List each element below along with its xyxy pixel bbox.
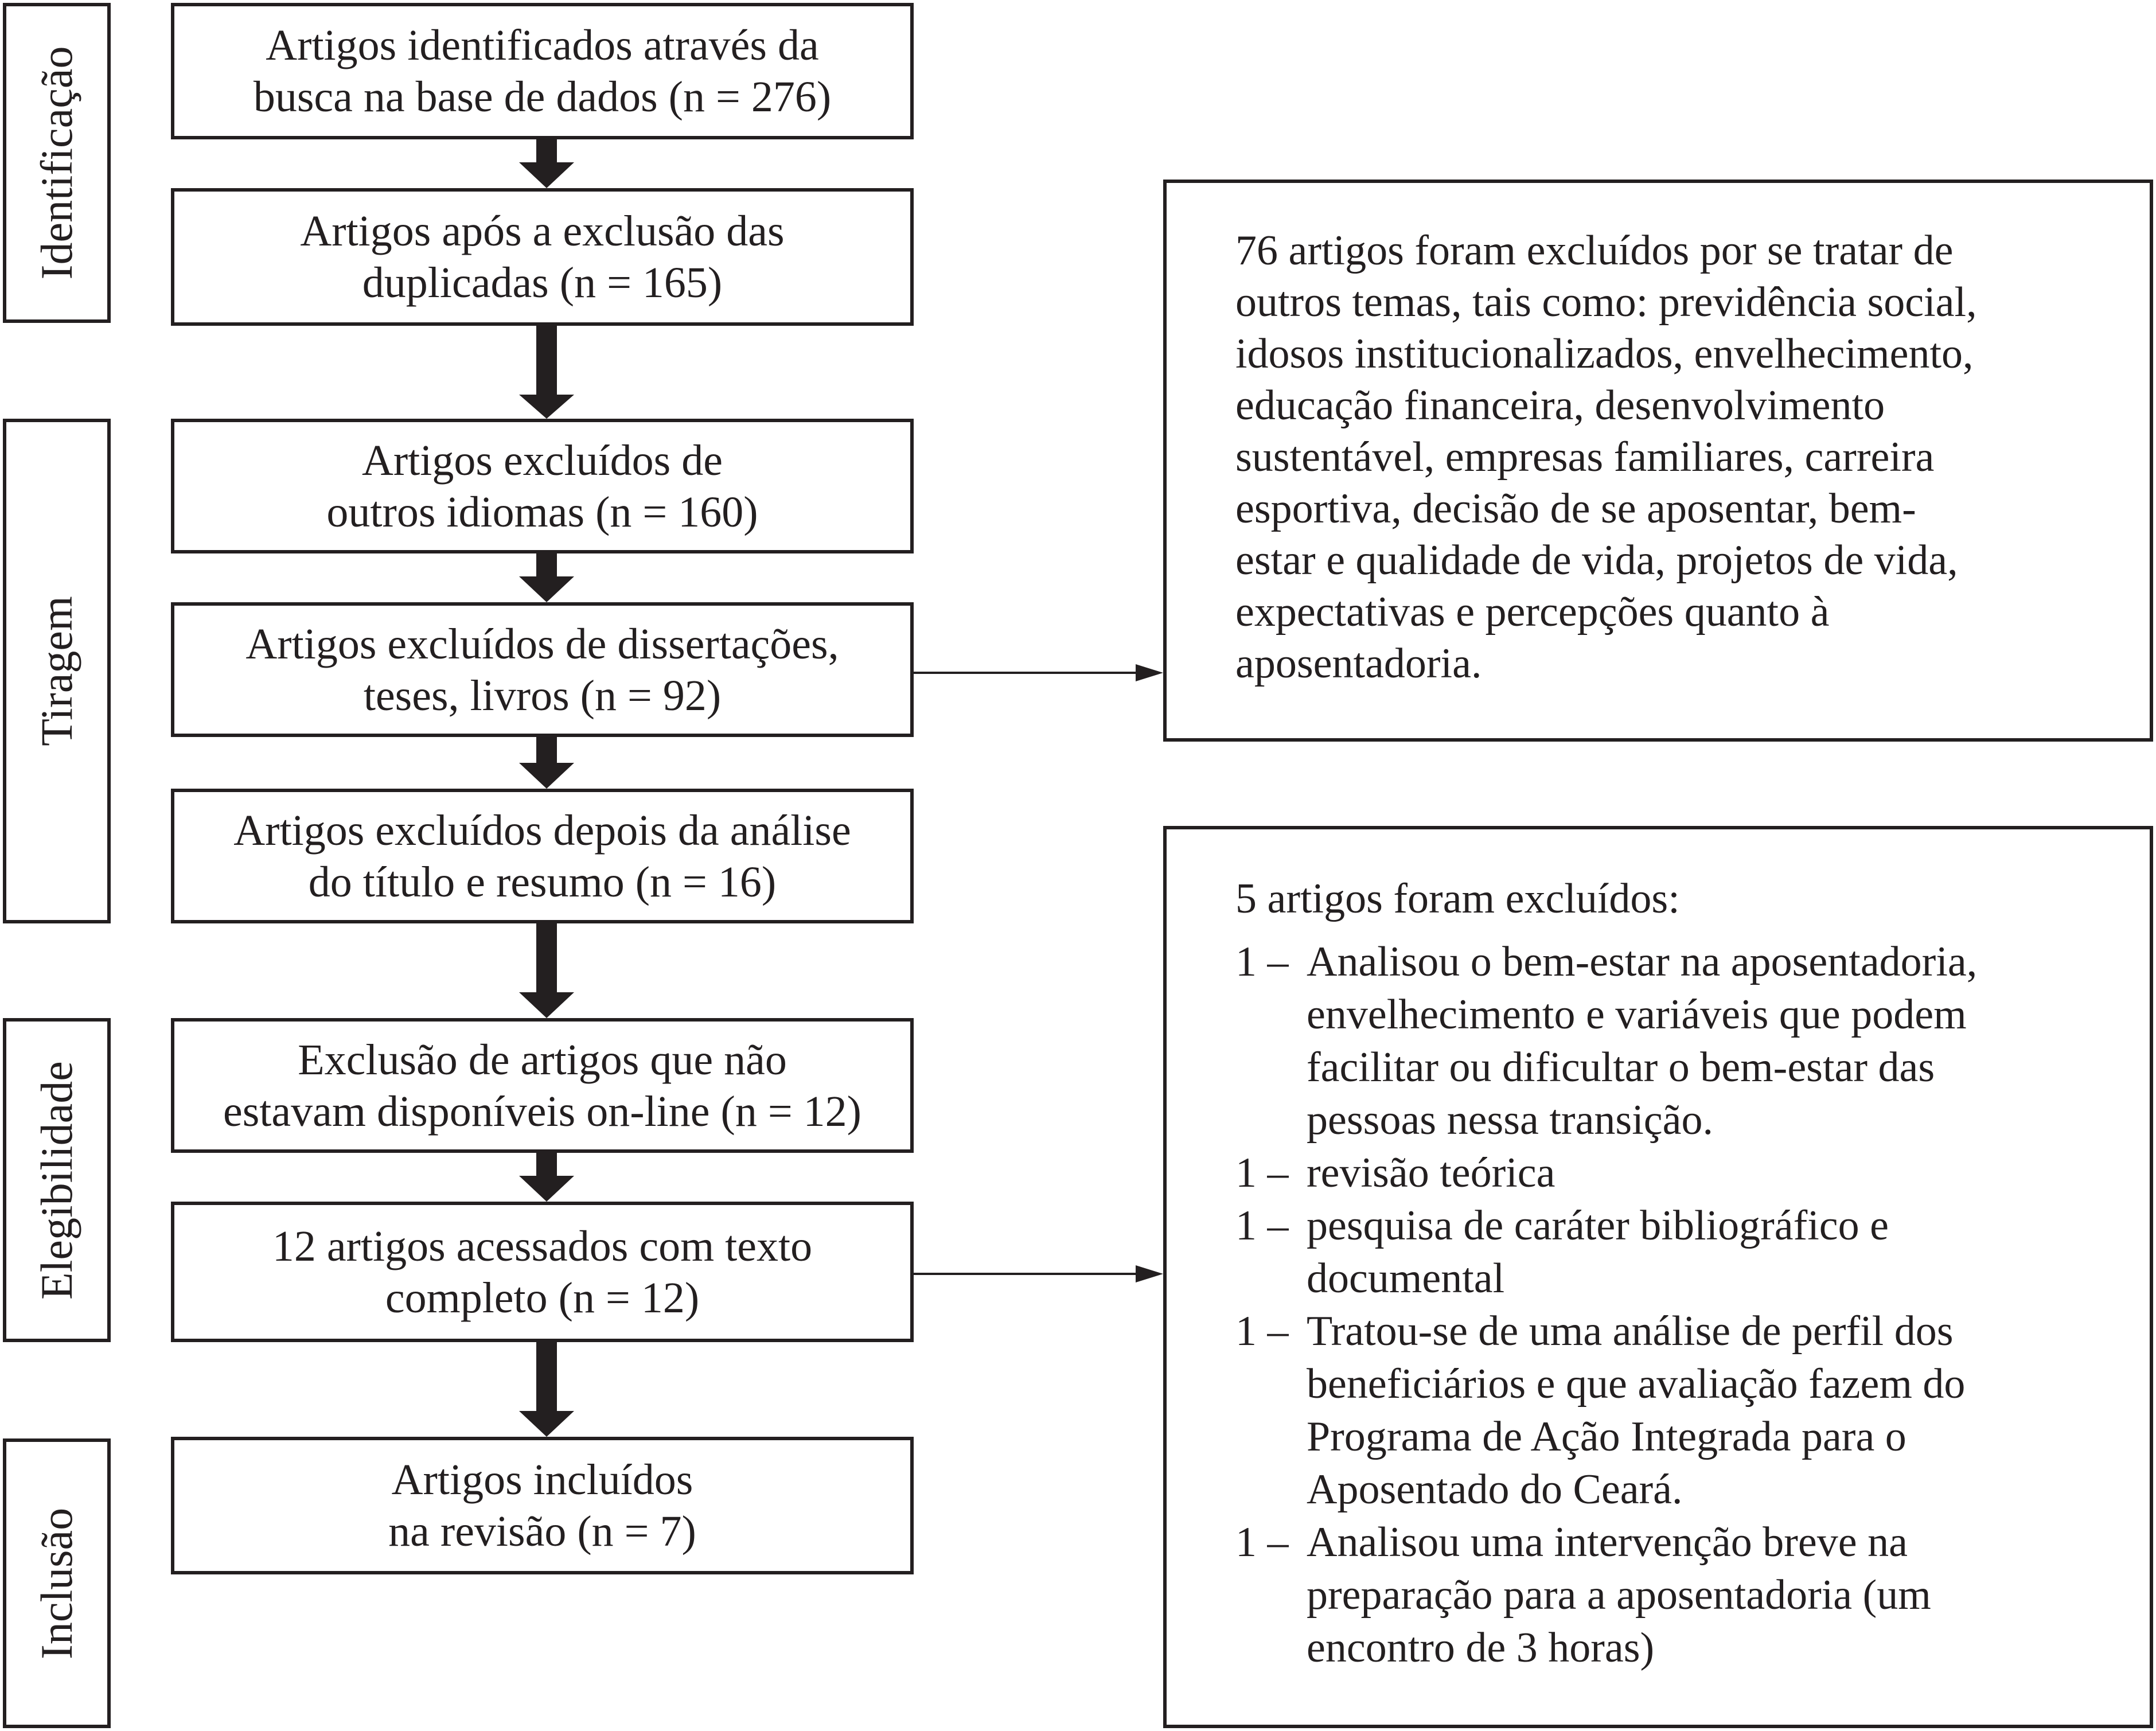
note1-line-7: estar e qualidade de vida, projetos de v… — [1235, 537, 1958, 584]
step-deduplicated: Artigos após a exclusão das duplicadas (… — [171, 188, 914, 326]
arrow-down-4 — [519, 737, 574, 789]
note2-item-3-count: 1 – — [1235, 1202, 1289, 1249]
step-language-excluded: Artigos excluídos de outros idiomas (n =… — [171, 419, 914, 553]
note2-item-1-count: 1 – — [1235, 938, 1289, 985]
exclusion-note-topics: 76 artigos foram excluídos por se tratar… — [1163, 180, 2153, 742]
step-identified: Artigos identificados através da busca n… — [171, 3, 914, 139]
note2-item-1-line-3: facilitar ou dificultar o bem-estar das — [1307, 1044, 1935, 1091]
note2-item-5-count: 1 – — [1235, 1519, 1289, 1566]
note2-item-4-line-2: beneficiários e que avaliação fazem do — [1307, 1360, 1966, 1408]
note2-item-2-line-1: revisão teórica — [1307, 1149, 1555, 1196]
note2-item-1-line-2: envelhecimento e variáveis que podem — [1307, 991, 1967, 1038]
note2-item-4-line-1: Tratou-se de uma análise de perfil dos — [1307, 1308, 1954, 1355]
arrow-down-2 — [519, 326, 574, 419]
note1-line-6: esportiva, decisão de se aposentar, bem- — [1235, 485, 1916, 532]
step-identified-line-2: busca na base de dados (n = 276) — [253, 73, 832, 121]
step-deduplicated-line-1: Artigos após a exclusão das — [300, 207, 785, 255]
step-unavailable-line-1: Exclusão de artigos que não — [298, 1035, 787, 1084]
step-included-line-1: Artigos incluídos — [391, 1456, 693, 1504]
note2-item-3-line-1: pesquisa de caráter bibliográfico e — [1307, 1202, 1889, 1249]
step-title-abstract-line-2: do título e resumo (n = 16) — [308, 857, 777, 906]
note2-item-4-count: 1 – — [1235, 1308, 1289, 1355]
note2-item-1-line-4: pessoas nessa transição. — [1307, 1097, 1713, 1144]
step-theses-excluded: Artigos excluídos de dissertações, teses… — [171, 602, 914, 737]
note2-item-4-line-3: Programa de Ação Integrada para o — [1307, 1413, 1907, 1460]
stage-inclusao: Inclusão — [3, 1438, 111, 1728]
note1-line-5: sustentável, empresas familiares, carrei… — [1235, 434, 1935, 481]
step-title-abstract-line-1: Artigos excluídos depois da análise — [233, 806, 851, 855]
arrow-down-3 — [519, 553, 574, 602]
note2-item-1-line-1: Analisou o bem-estar na aposentadoria, — [1307, 938, 1978, 985]
step-full-text-accessed: 12 artigos acessados com texto completo … — [171, 1202, 914, 1342]
exclusion-note-full-text: 5 artigos foram excluídos: 1 – Analisou … — [1163, 826, 2153, 1728]
note1-line-9: aposentadoria. — [1235, 640, 1482, 687]
step-full-text-line-2: completo (n = 12) — [385, 1273, 700, 1322]
arrow-down-5 — [519, 923, 574, 1018]
step-title-abstract-excluded: Artigos excluídos depois da análise do t… — [171, 789, 914, 923]
step-theses-excluded-line-2: teses, livros (n = 92) — [363, 671, 722, 720]
note1-line-3: idosos institucionalizados, envelhecimen… — [1235, 330, 1974, 377]
stage-elegibilidade: Elegibilidade — [3, 1018, 111, 1342]
arrow-right-1 — [914, 664, 1163, 681]
note2-item-2-count: 1 – — [1235, 1149, 1289, 1196]
step-unavailable-excluded: Exclusão de artigos que não estavam disp… — [171, 1018, 914, 1153]
note2-heading: 5 artigos foram excluídos: — [1235, 875, 1680, 922]
note2-item-4-line-4: Aposentado do Ceará. — [1307, 1466, 1683, 1513]
step-theses-excluded-line-1: Artigos excluídos de dissertações, — [245, 619, 839, 668]
arrow-down-1 — [519, 139, 574, 188]
note2-item-5-line-3: encontro de 3 horas) — [1307, 1624, 1655, 1671]
note1-line-4: educação financeira, desenvolvimento — [1235, 382, 1885, 429]
step-language-excluded-line-2: outros idiomas (n = 160) — [326, 488, 758, 536]
arrow-down-6 — [519, 1153, 574, 1202]
note1-line-1: 76 artigos foram excluídos por se tratar… — [1235, 227, 1954, 274]
note2-item-5-line-2: preparação para a aposentadoria (um — [1307, 1572, 1931, 1619]
stage-tiragem: Tiragem — [3, 419, 111, 923]
note2-item-5-line-1: Analisou uma intervenção breve na — [1307, 1519, 1908, 1566]
step-unavailable-line-2: estavam disponíveis on-line (n = 12) — [223, 1087, 861, 1136]
step-included-line-2: na revisão (n = 7) — [388, 1507, 696, 1555]
note1-line-8: expectativas e percepções quanto à — [1235, 588, 1830, 636]
arrow-down-7 — [519, 1342, 574, 1437]
note2-item-3-line-2: documental — [1307, 1255, 1505, 1302]
arrow-right-2 — [914, 1265, 1163, 1282]
step-language-excluded-line-1: Artigos excluídos de — [361, 436, 723, 485]
step-included: Artigos incluídos na revisão (n = 7) — [171, 1437, 914, 1574]
step-full-text-line-1: 12 artigos acessados com texto — [272, 1222, 813, 1270]
step-identified-line-1: Artigos identificados através da — [266, 21, 819, 69]
step-deduplicated-line-2: duplicadas (n = 165) — [362, 259, 723, 307]
stage-identificacao: Identificação — [3, 3, 111, 323]
note1-line-2: outros temas, tais como: previdência soc… — [1235, 279, 1977, 326]
